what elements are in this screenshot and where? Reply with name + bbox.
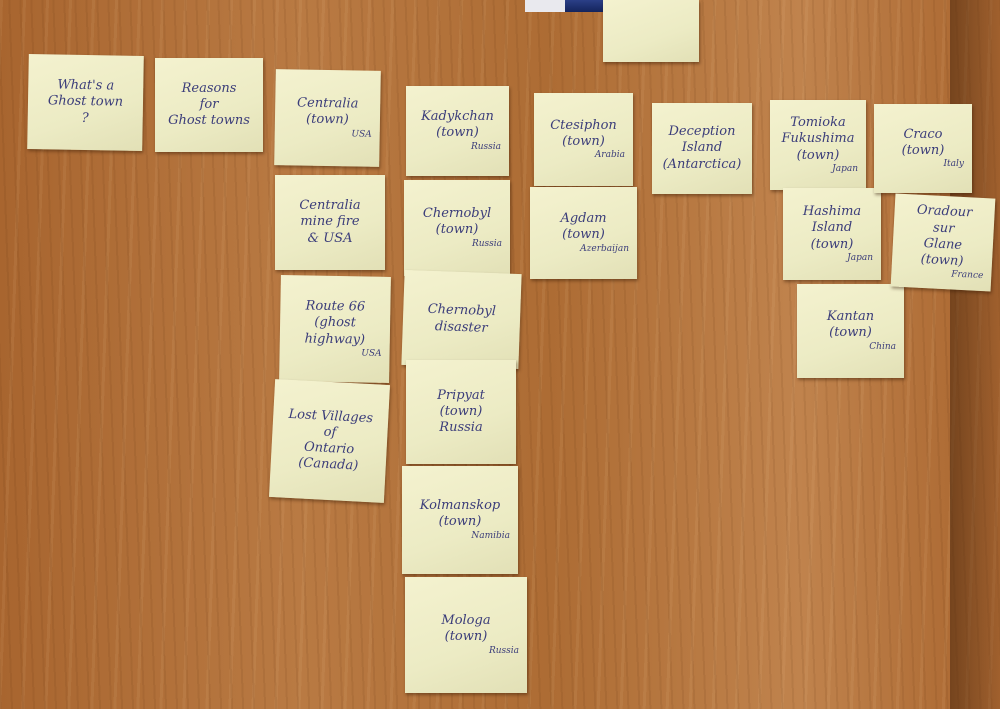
note-line: Hashima [802, 204, 862, 219]
sticky-note-pripyat[interactable]: Pripyat (town) Russia [406, 360, 516, 464]
note-line: (town) [901, 142, 945, 158]
note-line: Russia [471, 238, 502, 249]
note-line: Japan [832, 163, 858, 174]
note-line: Italy [943, 159, 964, 170]
note-line: (Antarctica) [662, 156, 742, 172]
note-line: mine fire [300, 214, 360, 230]
sticky-note [603, 0, 699, 62]
note-line: Centralia [296, 95, 359, 112]
note-line: Russia [470, 141, 501, 152]
sticky-note-agdam[interactable]: Agdam (town) Azerbaijan [530, 187, 637, 279]
note-line: (town) [444, 629, 488, 645]
note-line: disaster [434, 318, 488, 336]
sticky-note-centralia-mine-fire[interactable]: Centralia mine fire & USA [275, 175, 385, 270]
note-line: Tomioka [790, 115, 846, 130]
sticky-note-centralia-town[interactable]: Centralia (town) USA [274, 69, 381, 167]
note-line: China [869, 341, 896, 352]
sticky-note-chernobyl-town[interactable]: Chernobyl (town) Russia [404, 180, 510, 276]
sticky-note-kadykchan[interactable]: Kadykchan (town) Russia [406, 86, 509, 176]
note-line: Arabia [594, 150, 625, 161]
sticky-note-whats-a-ghost-town[interactable]: What's a Ghost town ? [27, 54, 144, 151]
note-line: Centralia [299, 198, 361, 214]
note-line: of [323, 424, 337, 441]
sticky-note-route-66[interactable]: Route 66 (ghost highway) USA [279, 275, 391, 383]
note-line: Namibia [471, 530, 510, 541]
note-line: (town) [796, 147, 840, 163]
note-line: for [199, 96, 219, 112]
note-line: ? [81, 110, 89, 126]
sticky-note-kolmanskop[interactable]: Kolmanskop (town) Namibia [402, 466, 518, 574]
note-line: Ghost town [47, 93, 124, 111]
note-line: USA [351, 129, 372, 140]
note-line: Mologa [441, 613, 491, 629]
sticky-note-mologa[interactable]: Mologa (town) Russia [405, 577, 527, 693]
note-line: (town) [438, 514, 482, 530]
note-line: Kantan [826, 309, 875, 325]
note-line: (town) [436, 125, 479, 141]
note-line: sur [932, 220, 955, 237]
note-line: Island [681, 140, 723, 156]
note-line: Azerbaijan [580, 243, 629, 254]
note-line: (town) [920, 251, 964, 270]
note-line: & USA [307, 230, 353, 246]
note-line: Glane [923, 235, 963, 253]
note-line: Agdam [560, 211, 607, 227]
note-line: (ghost highway) [304, 314, 366, 348]
note-line: Deception [668, 124, 736, 140]
note-line: Ghost towns [168, 113, 250, 129]
note-line: What's a [57, 77, 115, 94]
note-line: (town) [562, 227, 605, 243]
sticky-note-ctesiphon[interactable]: Ctesiphon (town) Arabia [534, 93, 633, 186]
note-line: Ctesiphon [550, 117, 617, 133]
note-line: (town) [562, 133, 605, 149]
note-line: Route 66 [305, 298, 366, 315]
note-line: (town) [305, 112, 349, 128]
sticky-note-lost-villages-ontario[interactable]: Lost Villages of Ontario (Canada) [268, 379, 391, 503]
note-line: Fukushima [781, 131, 855, 147]
sticky-note-reasons-for-ghost-towns[interactable]: Reasons for Ghost towns [155, 58, 263, 152]
sticky-note-chernobyl-disaster[interactable]: Chernobyl disaster [401, 269, 522, 370]
sticky-note-craco[interactable]: Craco (town) Italy [874, 104, 972, 193]
note-line: Russia [488, 645, 519, 656]
note-line: Chernobyl [422, 206, 492, 222]
note-line: Craco [903, 126, 943, 142]
note-line: Reasons [181, 80, 237, 96]
note-line: (town) [829, 325, 872, 341]
note-line: (town) [439, 403, 483, 419]
note-line: (town) [810, 236, 854, 252]
note-line: (Canada) [297, 455, 359, 474]
note-line: Russia [439, 420, 483, 436]
sticky-note-kantan[interactable]: Kantan (town) China [797, 284, 904, 378]
sticky-note-hashima-island[interactable]: Hashima Island (town) Japan [783, 188, 881, 280]
sticky-note-deception-island[interactable]: Deception Island (Antarctica) [652, 103, 752, 194]
note-line: Oradour [916, 202, 973, 221]
note-line: Pripyat [437, 387, 485, 403]
sticky-note-tomioka-fukushima[interactable]: Tomioka Fukushima (town) Japan [770, 100, 866, 190]
pen-cap [525, 0, 565, 12]
note-line: Island [811, 220, 853, 236]
note-line: Kadykchan [421, 109, 494, 125]
note-line: Kolmanskop [419, 498, 501, 514]
sticky-note-oradour-sur-glane[interactable]: Oradour sur Glane (town) France [890, 193, 996, 292]
note-line: Japan [847, 252, 873, 263]
note-line: USA [361, 348, 382, 359]
note-line: France [950, 269, 984, 282]
note-line: (town) [435, 222, 479, 238]
